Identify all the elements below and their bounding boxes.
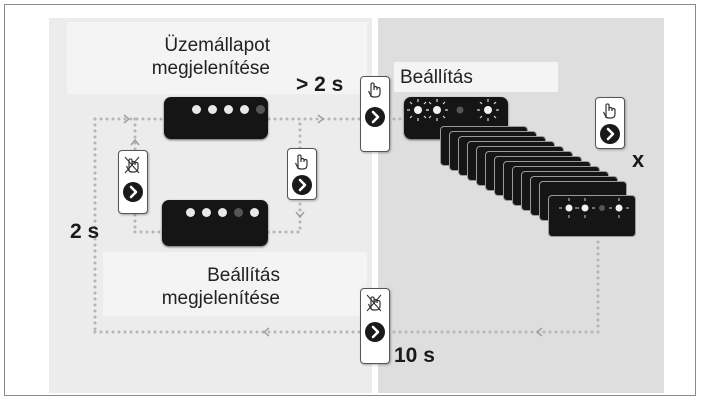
led [186, 208, 195, 217]
no-press-indicator-2s [118, 150, 148, 214]
led [192, 105, 201, 114]
press-indicator-inner [287, 148, 317, 200]
led [250, 208, 259, 217]
hand-crossed-icon [366, 294, 382, 312]
led [240, 105, 249, 114]
arrow-right-circle-icon [365, 107, 385, 127]
operating-label-bg [67, 22, 367, 94]
operating-label-line1: Üzemállapot [164, 35, 270, 56]
led-row [186, 208, 259, 217]
led [218, 208, 227, 217]
device-setting-state [162, 200, 268, 246]
hand-press-icon [367, 82, 381, 98]
device-operating-state [164, 97, 268, 139]
long-press-duration: > 2 s [296, 73, 344, 96]
arrow-right-circle-icon [600, 124, 620, 144]
led [224, 105, 233, 114]
arrow-right-circle-icon [365, 322, 385, 342]
setting-title: Beállítás [400, 67, 473, 88]
arrow-right-circle-icon [123, 182, 143, 202]
two-second-duration: 2 s [70, 220, 100, 243]
led-row [192, 105, 265, 114]
hand-press-icon [602, 103, 616, 119]
led [256, 105, 265, 114]
hand-press-icon [294, 154, 308, 170]
repeat-press-indicator [595, 97, 625, 149]
setting-title-bg [394, 62, 558, 92]
ten-second-duration: 10 s [394, 344, 435, 367]
setting-label-bg [103, 252, 367, 316]
led [234, 208, 243, 217]
glowing-leds [559, 198, 629, 218]
no-press-indicator-10s [360, 288, 390, 364]
hand-crossed-icon [124, 156, 140, 174]
repeat-marker: x [632, 147, 645, 172]
operating-label-line2: megjelenítése [151, 58, 270, 79]
arrow-right-circle-icon [292, 175, 312, 195]
led [202, 208, 211, 217]
glowing-leds [407, 99, 499, 121]
stacked-device-front [548, 195, 636, 237]
setting-display-label: Beállítás megjelenítése [130, 264, 280, 310]
setting-label-line1: Beállítás [207, 265, 280, 286]
setting-label-line2: megjelenítése [161, 288, 280, 309]
long-press-indicator [360, 76, 390, 152]
led [208, 105, 217, 114]
operating-label: Üzemállapot megjelenítése [120, 34, 270, 80]
